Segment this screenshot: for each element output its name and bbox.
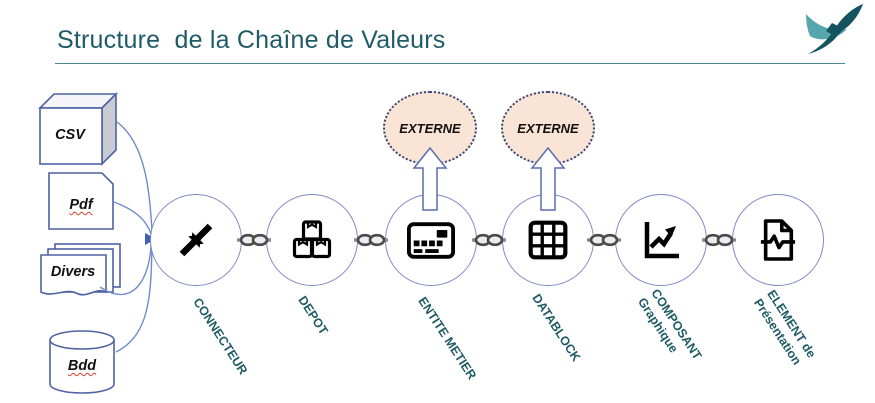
source-pdf: Pdf [48, 172, 114, 230]
node-depot [266, 194, 358, 286]
node-label-composant-graphique: COMPOSANT Graphique [635, 286, 705, 363]
card-terminal-icon [407, 221, 455, 259]
externe-up-arrow [530, 147, 566, 211]
chain-link-icon [354, 233, 388, 247]
source-divers: Divers [40, 243, 122, 299]
node-label-datablock: DATABLOCK [529, 291, 584, 365]
database-cylinder-icon [49, 330, 115, 394]
chain-link-icon [237, 233, 271, 247]
company-logo-icon [806, 4, 863, 54]
node-connecteur [150, 194, 242, 286]
source-label: Pdf [69, 197, 93, 213]
pdf-document-icon [48, 172, 114, 230]
pulse-document-icon [760, 219, 796, 261]
converge-arrows-icon [179, 223, 213, 257]
source-bdd: Bdd [48, 328, 116, 396]
externe-label: EXTERNE [517, 120, 579, 136]
externe-label: EXTERNE [399, 120, 461, 136]
source-label: CSV [55, 127, 85, 143]
node-label-element-presentation: ELEMENT de Présentation [751, 287, 819, 368]
csv-cube-icon [38, 92, 118, 166]
line-chart-icon [644, 222, 679, 259]
chain-link-icon [472, 233, 506, 247]
stacked-boxes-icon [292, 220, 332, 259]
chain-link-icon [702, 233, 736, 247]
externe-up-arrow [412, 147, 448, 211]
source-label: Divers [50, 264, 96, 280]
node-label-entite-metier: ENTITE METIER [415, 294, 479, 382]
node-label-connecteur: CONNECTEUR [190, 295, 251, 378]
chain-link-icon [587, 233, 621, 247]
node-label-depot: DEPOT [295, 293, 331, 338]
source-label: Bdd [67, 358, 97, 374]
paper-stack-icon [40, 243, 121, 296]
node-element-presentation [732, 194, 824, 286]
table-grid-icon [528, 220, 568, 260]
source-csv: CSV [38, 92, 118, 166]
page-title: Structure de la Chaîne de Valeurs [57, 26, 446, 54]
node-composant-graphique [615, 194, 707, 286]
node-entite-metier [385, 194, 477, 286]
title-underline [55, 63, 845, 64]
